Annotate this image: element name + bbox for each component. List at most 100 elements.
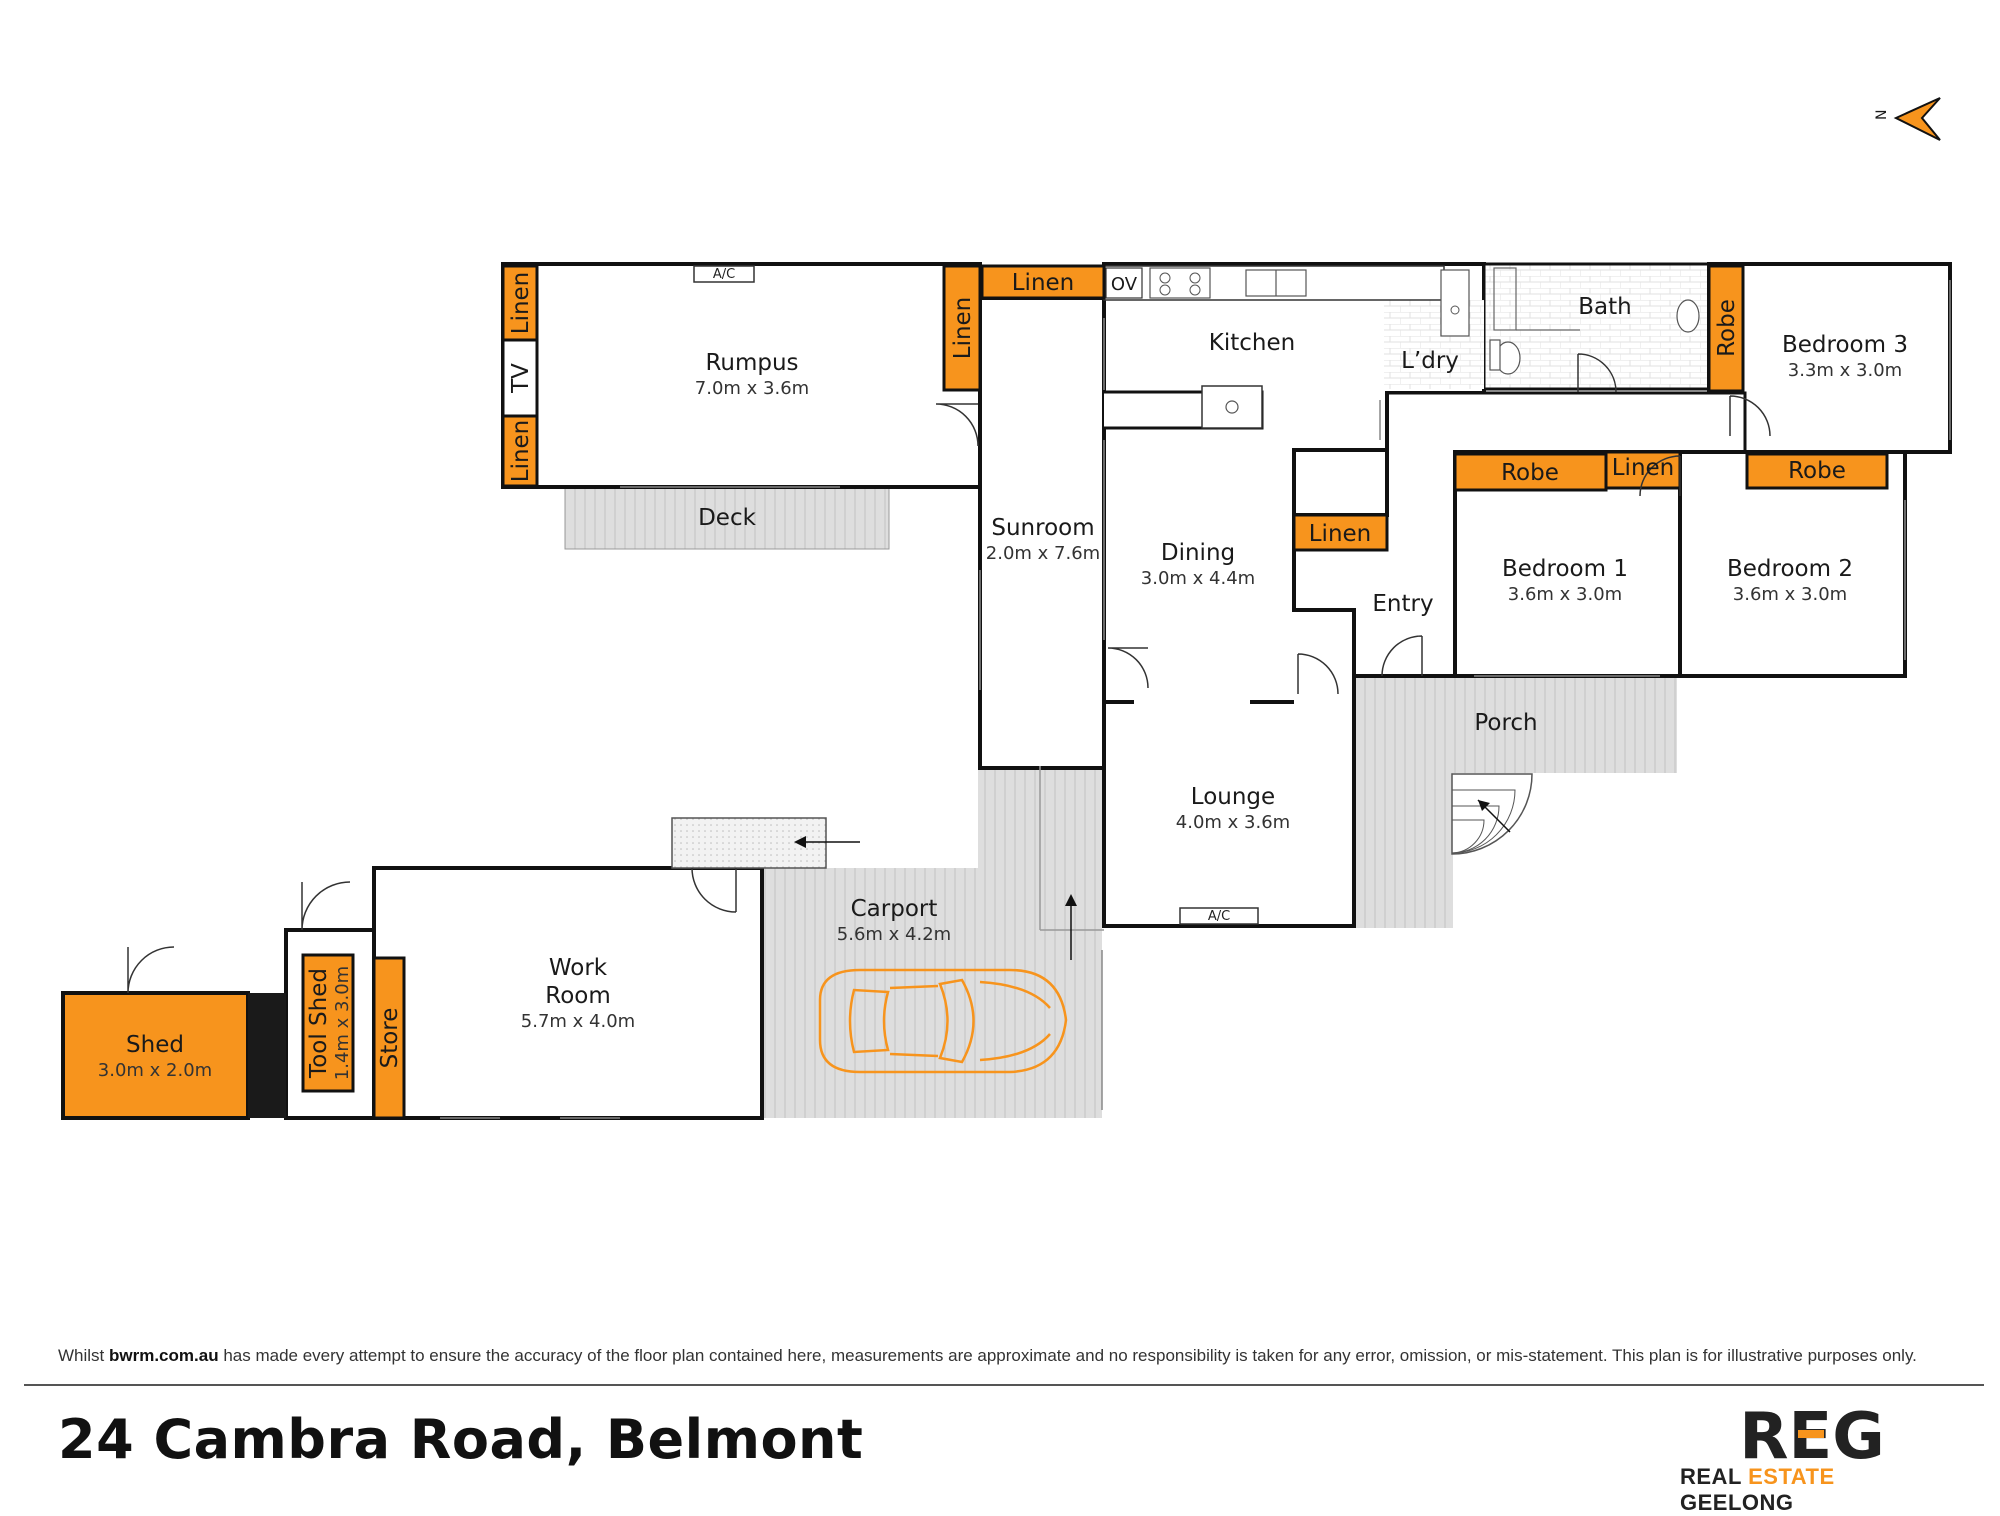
- porch-step-arc-2: [1451, 805, 1500, 854]
- toolshed-inner: [301, 953, 355, 1093]
- laundry-trough-icon: [1440, 269, 1470, 337]
- tv-label: TV: [508, 363, 534, 394]
- porch-area: [1353, 676, 1677, 773]
- shed-dim: 3.0m x 2.0m: [98, 1060, 212, 1081]
- linen-entry: [1292, 513, 1389, 552]
- sunroom-dim: 2.0m x 7.6m: [986, 543, 1100, 564]
- lounge-name: Lounge: [1191, 784, 1275, 810]
- deck-name: Deck: [698, 505, 757, 531]
- shed-gap: [248, 993, 286, 1118]
- rumpus-dim: 7.0m x 3.6m: [695, 378, 809, 399]
- linen-label: Linen: [950, 297, 976, 360]
- trough-drain-icon: [1450, 305, 1460, 315]
- shed-room: [61, 991, 250, 1120]
- toolshed-name: Tool Shed: [306, 968, 332, 1079]
- brand-name-part2: GEELONG: [1680, 1490, 1794, 1515]
- burner-icon: [1189, 284, 1201, 296]
- compass-label: N: [1874, 110, 1890, 120]
- robe-label: Robe: [1501, 460, 1559, 486]
- brand-logo-accent-bar: [1798, 1430, 1824, 1438]
- oven-label: OV: [1111, 274, 1138, 295]
- annex-arrowhead: [794, 836, 806, 848]
- toolshed-dim: 1.4m x 3.0m: [332, 966, 353, 1080]
- rumpus-name: Rumpus: [705, 350, 798, 376]
- property-address: 24 Cambra Road, Belmont: [58, 1408, 864, 1471]
- bedroom3-name: Bedroom 3: [1782, 332, 1908, 358]
- entry-name: Entry: [1372, 591, 1433, 617]
- lounge-dim: 4.0m x 3.6m: [1176, 812, 1290, 833]
- burner-icon: [1159, 272, 1171, 284]
- shed-name: Shed: [126, 1032, 184, 1058]
- robe-bedroom2: [1745, 452, 1889, 490]
- sunroom-name: Sunroom: [991, 515, 1094, 541]
- burner-icon: [1189, 272, 1201, 284]
- linen-label: Linen: [1309, 521, 1372, 547]
- hall-walls: [1387, 391, 1747, 452]
- kitchen-name: Kitchen: [1209, 330, 1295, 356]
- bedroom3-dim: 3.3m x 3.0m: [1788, 360, 1902, 381]
- workroom-dim: 5.7m x 4.0m: [521, 1011, 635, 1032]
- oven-box: [1105, 267, 1143, 299]
- carport-name: Carport: [851, 896, 938, 922]
- workroom-room: [372, 866, 764, 1120]
- bedroom1-dim: 3.6m x 3.0m: [1508, 584, 1622, 605]
- ac-label: A/C: [1208, 909, 1230, 924]
- porch-step-arrowhead: [1478, 800, 1490, 811]
- sink-drain-icon: [1225, 400, 1239, 414]
- tv-block: [501, 338, 539, 418]
- linen-rumpus-top: [501, 264, 539, 342]
- footer-divider: [24, 1384, 1984, 1386]
- car-icon: [818, 968, 1068, 1074]
- porch-front: [1353, 773, 1453, 928]
- linen-label: Linen: [1612, 455, 1675, 481]
- ac-unit-rumpus: [693, 265, 755, 283]
- bedroom2-dim: 3.6m x 3.0m: [1733, 584, 1847, 605]
- brand-name-part1: REAL: [1680, 1464, 1749, 1489]
- disclaimer-site-link[interactable]: bwrm.com.au: [109, 1346, 219, 1365]
- doors: [127, 353, 1771, 994]
- store-block: [372, 956, 406, 1120]
- brand-name-accent: ESTATE: [1748, 1464, 1835, 1489]
- shower-screen: [1493, 267, 1517, 331]
- porch-step-arc-3: [1451, 819, 1485, 854]
- disclaimer: Whilst bwrm.com.au has made every attemp…: [58, 1346, 1958, 1366]
- robe-bedroom3: [1707, 264, 1745, 393]
- basin-icon: [1676, 299, 1700, 333]
- brand-name: REAL ESTATE GEELONG: [1680, 1464, 1944, 1516]
- hallway: [1387, 393, 1745, 452]
- linen-label: Linen: [508, 272, 534, 335]
- disclaimer-prefix: Whilst: [58, 1346, 109, 1365]
- linen-rumpus-right: [942, 264, 982, 392]
- carport-dim: 5.6m x 4.2m: [837, 924, 951, 945]
- bath-room: [1482, 262, 1711, 391]
- deck-area: [564, 485, 890, 550]
- cooktop-icon: [1149, 267, 1211, 299]
- linen-label: Linen: [508, 420, 534, 483]
- disclaimer-suffix: has made every attempt to ensure the acc…: [218, 1346, 1917, 1365]
- compass-icon: N: [1874, 97, 1941, 141]
- window-marks: [440, 280, 1951, 1119]
- dining-name: Dining: [1161, 540, 1235, 566]
- carport-arrowhead: [1065, 894, 1077, 906]
- linen-label: Linen: [1012, 270, 1075, 296]
- bath-name: Bath: [1578, 294, 1631, 320]
- storage-blocks: [301, 264, 1889, 1120]
- burner-icon: [1159, 284, 1171, 296]
- linen-sunroom: [980, 264, 1106, 300]
- bedroom2-name: Bedroom 2: [1727, 556, 1853, 582]
- bedroom1-name: Bedroom 1: [1502, 556, 1628, 582]
- robe-label: Robe: [1788, 458, 1846, 484]
- kitchen-island-sink: [1201, 385, 1263, 429]
- linen-rumpus-bottom: [501, 414, 539, 488]
- brand-logo: REG: [1739, 1400, 1885, 1474]
- carport-floor: [762, 868, 1102, 1118]
- workroom-name-line2: Room: [545, 983, 611, 1009]
- ac-label: A/C: [713, 267, 735, 282]
- store-label: Store: [377, 1008, 403, 1069]
- dining-dim: 3.0m x 4.4m: [1141, 568, 1255, 589]
- porch-name: Porch: [1474, 710, 1537, 736]
- workroom-name-line1: Work: [549, 955, 608, 981]
- laundry-name: L’dry: [1401, 348, 1459, 374]
- ac-unit-lounge: [1179, 907, 1259, 925]
